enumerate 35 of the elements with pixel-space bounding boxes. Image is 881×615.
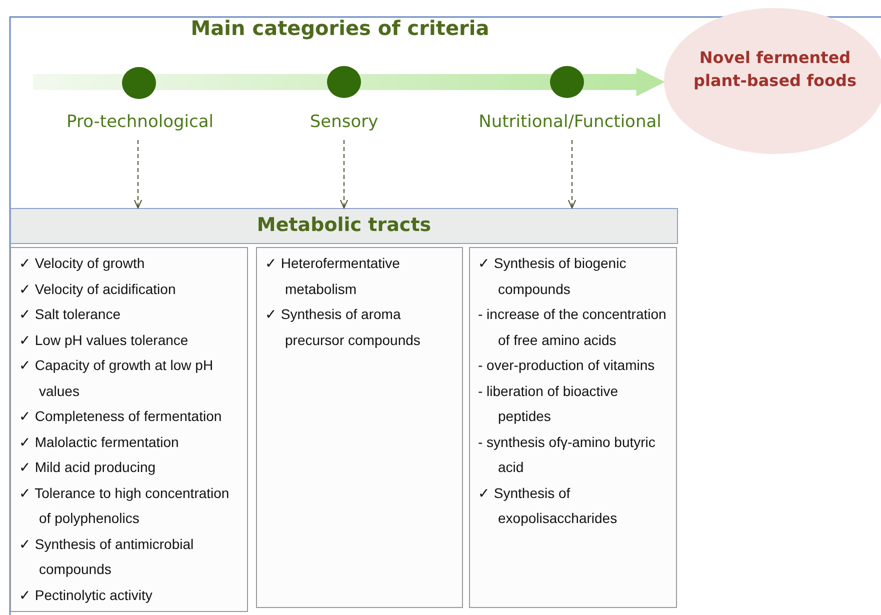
criteria-panel (469, 247, 677, 608)
outcome-label: Novel fermented plant-based foods (692, 47, 858, 92)
criterion-item: ✓ Malolactic fermentation (19, 432, 180, 452)
criterion-item: ✓ Synthesis of exopolisaccharides (478, 484, 618, 528)
criteria-panel (256, 247, 463, 608)
criterion-item: ✓ Synthesis of antimicrobial compounds (19, 534, 195, 579)
criterion-item: ✓ Tolerance to high concentration of polyphenolics (19, 484, 230, 528)
criterion-item: ✓ Mild acid producing (19, 458, 157, 477)
category-label: Sensory (284, 112, 404, 138)
circle-marker (327, 66, 361, 98)
criterion-item: - over-production of vitamins (478, 356, 656, 375)
criterion-item: ✓ Completeness of fermentation (19, 407, 223, 426)
criterion-item: ✓ Salt tolerance (19, 305, 122, 324)
criterion-item: ✓ Low pH values tolerance (19, 330, 190, 350)
circle-marker (122, 67, 156, 99)
criterion-item: ✓ Pectinolytic activity (19, 586, 154, 605)
arrow (568, 140, 576, 209)
criterion-item: - synthesis ofγ-amino butyric acid (478, 432, 656, 477)
criterion-item: ✓ Capacity of growth at low pH values (19, 356, 214, 400)
timeline-arrow (33, 68, 666, 96)
arrow (134, 140, 142, 209)
circle-marker (550, 66, 584, 98)
criterion-item: ✓ Heterofermentative metabolism (265, 254, 401, 298)
category-label: Nutritional/Functional (462, 112, 678, 138)
criterion-item: ✓ Synthesis of biogenic compounds (478, 254, 628, 299)
title: Main categories of criteria (190, 16, 490, 40)
criterion-item: - increase of the concentration of free amino acids (478, 305, 668, 350)
criteria-panel (10, 247, 248, 612)
criterion-item: ✓ Velocity of acidification (19, 280, 177, 299)
arrow (340, 140, 348, 209)
criterion-item: ✓ Velocity of growth (19, 254, 146, 273)
criterion-item: ✓ Synthesis of aroma precursor compounds (265, 305, 422, 350)
section-header: Metabolic tracts (10, 208, 678, 244)
category-label: Pro-technological (40, 112, 240, 138)
criterion-item: - liberation of bioactive peptides (478, 382, 620, 426)
